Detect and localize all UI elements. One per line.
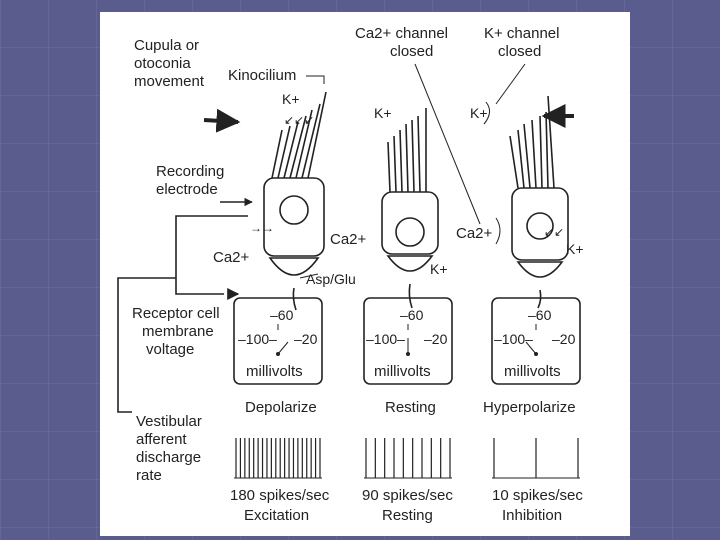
svg-text:millivolts: millivolts [246, 363, 303, 380]
receptor-voltage-label: Receptor cell membrane voltage [132, 305, 224, 358]
state-title-resting: Resting [385, 399, 436, 416]
svg-text:Ca2+: Ca2+ [330, 231, 367, 248]
k-channel-closed-label: K+ channel closed [484, 25, 564, 60]
svg-text:K+: K+ [566, 241, 584, 257]
rate-depolarize: 180 spikes/sec [230, 487, 330, 504]
svg-text:–60: –60 [400, 307, 424, 323]
hair-cell-resting: K+ Ca2+ K+ [330, 105, 448, 309]
state-title-hyperpolarize: Hyperpolarize [483, 399, 576, 416]
kinocilium-label: Kinocilium [228, 67, 296, 84]
voltage-meter-resting: –60 –100– –20 millivolts [363, 297, 453, 385]
svg-text:–60: –60 [528, 307, 552, 323]
spike-train-hyperpolarize [492, 438, 580, 479]
figure-panel: Cupula or otoconia movement Kinocilium R… [100, 12, 630, 536]
ca-channel-leader [414, 63, 481, 225]
hair-cell-diagram: Cupula or otoconia movement Kinocilium R… [117, 25, 584, 524]
svg-text:Ca2+: Ca2+ [456, 225, 493, 242]
voltage-meter-depolarize: –60 –100– –20 millivolts [233, 297, 323, 385]
result-depolarize: Excitation [244, 507, 309, 524]
cupula-label: Cupula or otoconia movement [134, 37, 205, 90]
svg-text:–100–: –100– [366, 331, 405, 347]
svg-text:millivolts: millivolts [374, 363, 431, 380]
svg-text:K+: K+ [430, 261, 448, 277]
rate-resting: 90 spikes/sec [362, 487, 453, 504]
kinocilium-leader [306, 75, 325, 84]
rate-hyperpolarize: 10 spikes/sec [492, 487, 583, 504]
svg-text:Ca2+: Ca2+ [213, 249, 250, 266]
hair-cell-depolarize: K+ ↙↙↙ →→ Ca2+ Asp/Glu [213, 91, 356, 311]
svg-text:–20: –20 [424, 331, 448, 347]
svg-text:K+: K+ [282, 91, 300, 107]
k-channel-leader [495, 63, 526, 105]
state-title-depolarize: Depolarize [245, 399, 317, 416]
ca-channel-closed-label: Ca2+ channel closed [355, 25, 452, 60]
svg-text:millivolts: millivolts [504, 363, 561, 380]
svg-text:K+: K+ [374, 105, 392, 121]
voltage-meter-hyperpolarize: –60 –100– –20 millivolts [491, 297, 581, 385]
spike-train-depolarize [234, 438, 322, 479]
recording-bracket [175, 215, 248, 295]
svg-text:–100–: –100– [238, 331, 277, 347]
result-hyperpolarize: Inhibition [502, 507, 562, 524]
svg-text:–20: –20 [552, 331, 576, 347]
movement-arrow-right [203, 108, 241, 133]
spike-train-resting [364, 438, 452, 479]
svg-text:K+: K+ [470, 105, 488, 121]
svg-text:↙↙: ↙↙ [544, 225, 564, 239]
svg-text:–100–: –100– [494, 331, 533, 347]
svg-text:Asp/Glu: Asp/Glu [306, 271, 356, 287]
recording-electrode-label: Recording electrode [156, 163, 229, 198]
svg-text:–20: –20 [294, 331, 318, 347]
afferent-bracket [117, 277, 176, 413]
svg-text:→→: →→ [250, 221, 274, 235]
hair-cell-hyperpolarize: K+ Ca2+ ↙↙ K+ [456, 95, 584, 309]
vestibular-rate-label: Vestibular afferent discharge rate [136, 413, 206, 484]
svg-text:↙↙↙: ↙↙↙ [284, 113, 314, 127]
svg-text:–60: –60 [270, 307, 294, 323]
result-resting: Resting [382, 507, 433, 524]
